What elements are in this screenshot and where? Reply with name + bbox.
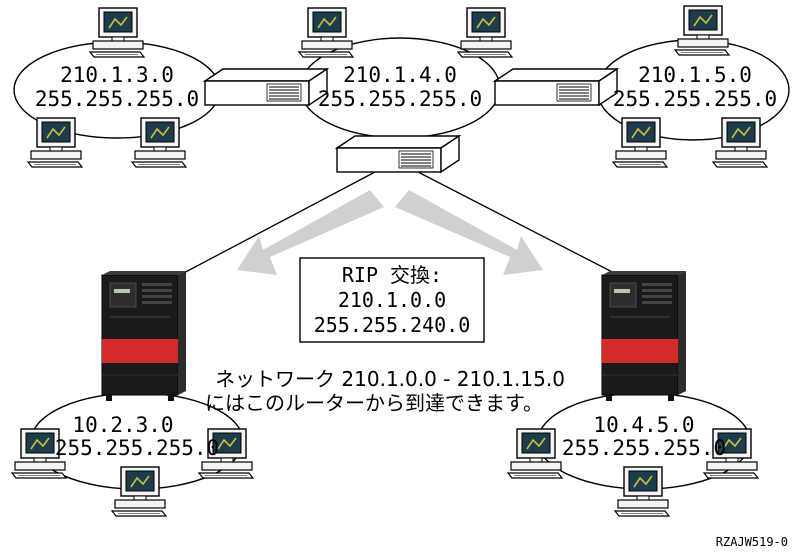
network-mask: 255.255.255.0 [562,436,726,460]
network-address: 210.1.4.0 [343,63,457,87]
computer-icon [27,117,83,168]
arrow-icon [395,190,543,275]
server-icon [601,270,687,402]
network-label-bottom-right: 10.4.5.0 255.255.255.0 [562,413,726,460]
computer-icon [614,466,670,517]
network-label-top-right: 210.1.5.0 255.255.255.0 [613,63,777,111]
computer-icon [298,7,354,58]
caption-line-1: ネットワーク 210.1.0.0 - 210.1.15.0 [215,367,565,391]
network-address: 10.2.3.0 [72,413,173,437]
figure-id: RZAJW519-0 [716,535,788,549]
rip-box-mask: 255.255.240.0 [314,313,471,337]
network-label-top-center: 210.1.4.0 255.255.255.0 [318,63,482,111]
arrow-icon [237,190,384,275]
network-label-top-left: 210.1.3.0 255.255.255.0 [35,63,199,111]
network-address: 10.4.5.0 [593,413,694,437]
computer-icon [674,5,730,56]
router-icon [336,135,460,173]
connection-lines [177,171,621,277]
router-icon [204,68,328,106]
network-mask: 255.255.255.0 [613,87,777,111]
rip-arrows [237,190,543,275]
network-address: 210.1.3.0 [60,63,174,87]
router-icon [494,68,618,106]
rip-exchange-box: RIP 交換: 210.1.0.0 255.255.240.0 [299,257,485,343]
network-mask: 255.255.255.0 [318,87,482,111]
network-address: 210.1.5.0 [638,63,752,87]
rip-box-address: 210.1.0.0 [338,288,446,312]
computer-icon [712,117,768,168]
computer-icon [457,7,513,58]
computer-icon [507,428,563,479]
computer-icon [612,117,668,168]
server-icon [101,270,187,402]
network-label-bottom-left: 10.2.3.0 255.255.255.0 [55,413,219,460]
computer-icon [111,466,167,517]
network-mask: 255.255.255.0 [55,436,219,460]
rip-box-title: RIP 交換: [342,263,442,287]
network-mask: 255.255.255.0 [35,87,199,111]
computer-icon [89,7,145,58]
computer-icon [131,117,187,168]
caption-line-2: にはこのルーターから到達できます。 [205,391,543,415]
